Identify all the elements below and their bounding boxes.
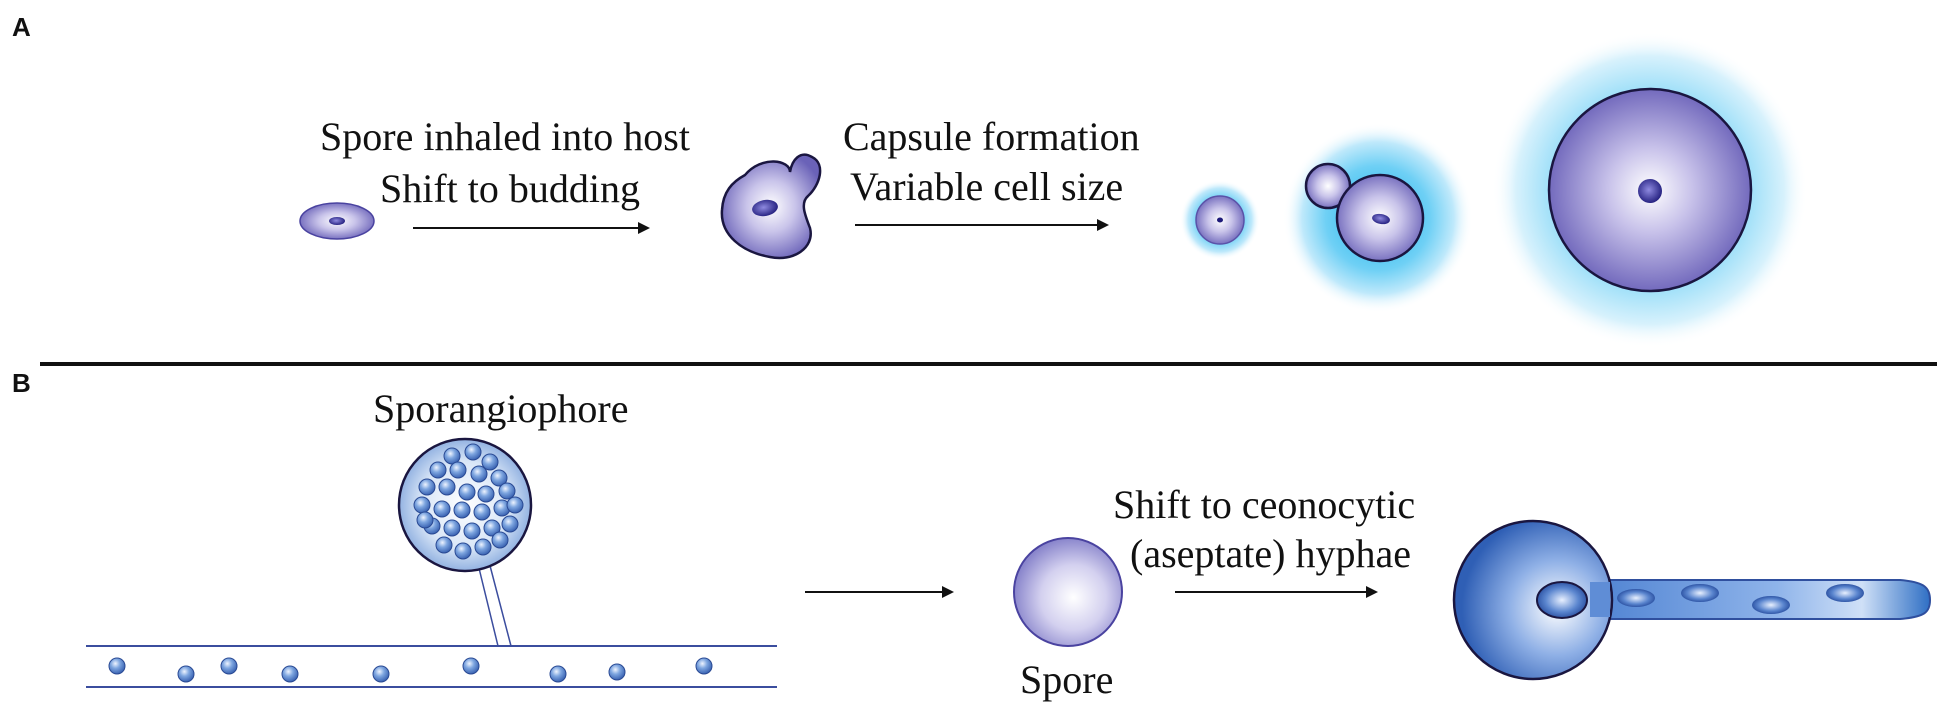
small-capsulated-cell [1180,180,1260,260]
spore-dot [491,531,509,549]
spore-dot [443,519,461,537]
step-b-line1-label: Shift to ceonocytic [1113,482,1415,527]
spore-dot [438,478,456,496]
spore-dot [462,657,480,675]
spore-dot [449,461,467,479]
spore-dot [453,501,471,519]
spore-dot [470,465,488,483]
step2-line1-label: Capsule formation [843,114,1140,159]
step-b-line2-label: (aseptate) hyphae [1130,531,1411,576]
spore-dot [506,496,524,514]
spore-dot [464,443,482,461]
budding-yeast-cell [720,153,822,260]
sporangium-head [397,437,533,573]
spore-dot [501,515,519,533]
medium-capsulated-budding-cell [1283,123,1473,313]
substrate-hypha [86,645,777,688]
panel-a-letter: A [12,12,31,42]
spore-dot [549,665,567,683]
spore-dot [433,500,451,518]
spore-dot [281,665,299,683]
spore-dot [481,453,499,471]
step1-line2-label: Shift to budding [380,166,640,211]
spore-dot [429,461,447,479]
panel-b-letter: B [12,368,31,398]
spore-dot [695,657,713,675]
spore-dot [458,483,476,501]
spore-dot [483,519,501,537]
spore-dot [608,663,626,681]
step2-line2-label: Variable cell size [850,164,1123,209]
spore-dot [413,496,431,514]
inhaled-spore [299,202,375,240]
spore-dot [177,665,195,683]
spore-dot [454,542,472,560]
spore-dot [220,657,238,675]
spore-dot [372,665,390,683]
spore-dot [463,522,481,540]
spore-dot [108,657,126,675]
spore-dot [416,511,434,529]
step1-line1-label: Spore inhaled into host [320,114,690,159]
large-capsulated-cell [1492,32,1808,348]
spore-dot [498,482,516,500]
sporangiophore-stalk [476,557,512,647]
hypha-spores [108,657,713,683]
spore-dot [490,469,508,487]
coenocytic-hypha [1452,519,1932,681]
spore-label: Spore [1020,657,1113,702]
spore-dot [477,485,495,503]
released-spore [1013,537,1123,647]
spore-dot [418,478,436,496]
sporangiophore-label: Sporangiophore [373,386,629,431]
spore-dot [473,503,491,521]
sporangium-spores [413,443,524,560]
spore-dot [474,538,492,556]
spore-dot [435,536,453,554]
